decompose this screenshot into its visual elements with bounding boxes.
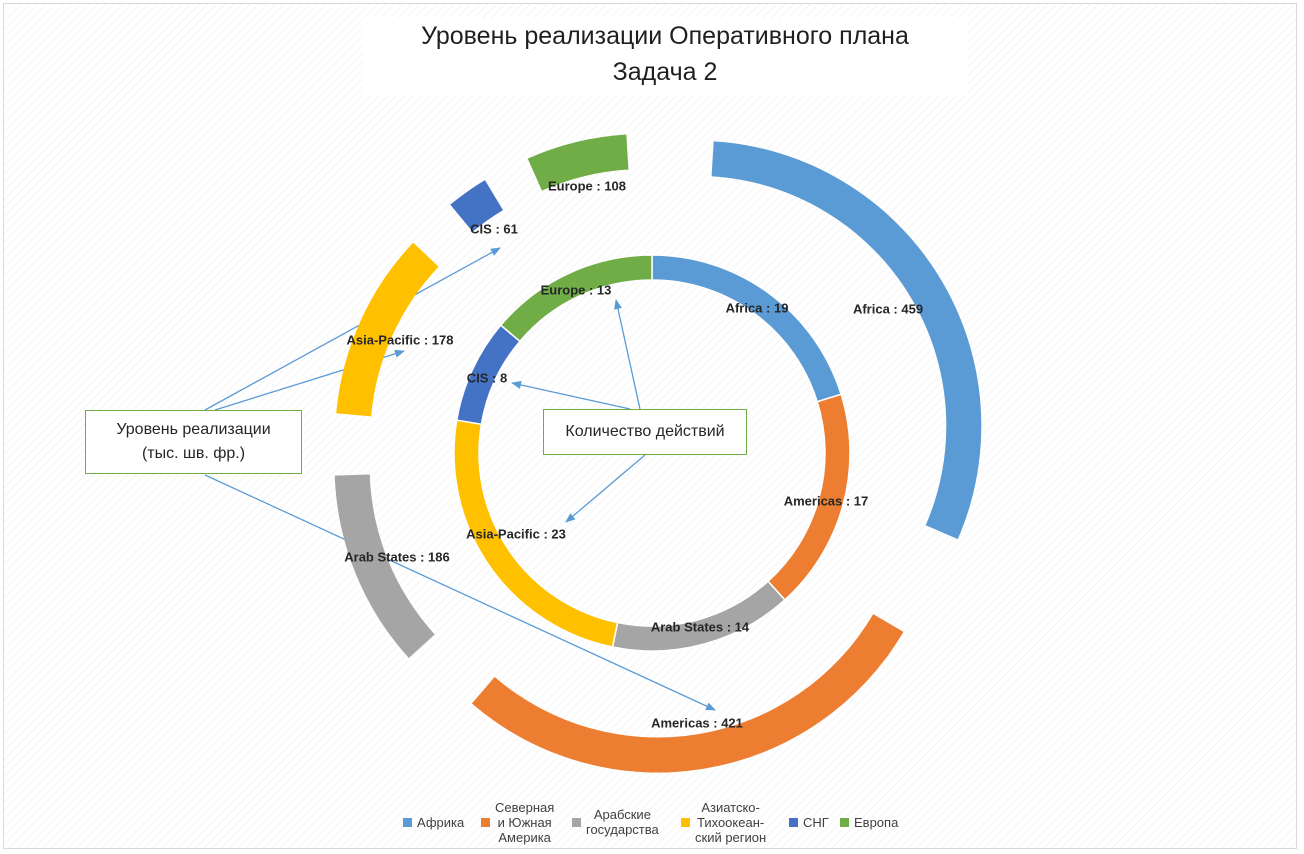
- data-label-ring-1-arab-states: Arab States : 14: [651, 619, 750, 634]
- legend-item-1: Африка: [403, 798, 464, 846]
- data-label-ring-2-asia-pacific: Asia-Pacific : 178: [347, 332, 454, 347]
- data-label-ring-2-africa: Africa : 459: [853, 301, 923, 316]
- data-label-ring-2-cis: CIS : 61: [470, 221, 518, 236]
- donut-rings: [334, 134, 982, 773]
- legend-label-line: государства: [586, 822, 659, 837]
- callout-action-count: Количество действий: [543, 409, 747, 455]
- legend-swatch: [481, 817, 490, 827]
- data-label-ring-1-americas: Americas : 17: [784, 493, 869, 508]
- data-label-ring-1-asia-pacific: Asia-Pacific : 23: [466, 526, 566, 541]
- callout-implementation-level: Уровень реализации (тыс. шв. фр.): [85, 410, 302, 474]
- legend-label-line: ский регион: [695, 829, 767, 845]
- legend-swatch: [403, 817, 412, 827]
- data-label-ring-1-africa: Africa : 19: [726, 300, 789, 315]
- data-label-ring-2-arab-states: Arab States : 186: [344, 549, 450, 564]
- legend-swatch: [840, 817, 849, 827]
- legend-label: СНГ: [803, 815, 829, 830]
- legend-label-line: Европа: [854, 814, 899, 830]
- data-labels: Africa : 19 Americas : 17 Arab States : 14…: [344, 178, 923, 730]
- chart-title: Уровень реализации Оперативного плана За…: [363, 18, 967, 96]
- legend-swatch: [572, 817, 581, 827]
- legend-item-6: Европа: [840, 798, 898, 846]
- legend-label-line: Тихоокеан-: [696, 814, 765, 830]
- data-label-ring-1-cis: CIS : 8: [467, 370, 507, 385]
- arrow-to-americas-421: [204, 474, 716, 711]
- legend-swatch: [681, 817, 690, 827]
- ring-2-slice-europe: [527, 134, 629, 191]
- legend-label-line: Азиатско-: [701, 799, 760, 815]
- ring-1-slice-europe: [499, 254, 653, 343]
- arrow-to-cis-8: [511, 381, 631, 410]
- legend-item-5: СНГ: [789, 798, 829, 846]
- data-label-ring-2-americas: Americas : 421: [651, 715, 743, 730]
- arrow-to-asia-pacific-23: [565, 454, 646, 523]
- legend-label: Азиатско-Тихоокеан-ский регион: [695, 800, 766, 845]
- callout-level-line-1: Уровень реализации: [116, 421, 271, 438]
- ring-2-slice-americas: [471, 614, 904, 773]
- legend-label-line: СНГ: [803, 814, 829, 830]
- legend-swatch: [789, 817, 798, 827]
- chart-area: [3, 3, 1297, 849]
- legend-label-line: Америка: [498, 829, 551, 845]
- arrow-to-cis-61: [204, 247, 501, 411]
- ring-1-slice-africa: [651, 254, 843, 403]
- ring-2-slice-asia-pacific: [336, 242, 439, 417]
- legend-label-line: Арабские: [593, 807, 651, 822]
- legend-label-line: Африка: [417, 814, 465, 830]
- legend-item-4: Азиатско-Тихоокеан-ский регион: [681, 798, 766, 846]
- data-label-ring-1-europe: Europe : 13: [541, 282, 612, 297]
- legend-label: Европа: [854, 815, 898, 830]
- legend-label-line: Северная: [495, 799, 555, 815]
- data-label-ring-2-europe: Europe : 108: [548, 178, 626, 193]
- ring-2-slice-cis: [450, 180, 503, 232]
- callout-level-line-2: (тыс. шв. фр.): [141, 445, 246, 462]
- chart-title-line-2: Задача 2: [612, 58, 718, 86]
- arrow-to-europe-13: [614, 299, 641, 410]
- ring-2-slice-arab-states: [334, 474, 435, 658]
- chart-title-line-1: Уровень реализации Оперативного плана: [421, 22, 909, 50]
- ring-2-slice-africa: [711, 141, 982, 540]
- ring-1-slice-arab-states: [611, 580, 786, 652]
- legend-label: Африка: [417, 815, 464, 830]
- legend-label-line: и Южная: [497, 814, 552, 830]
